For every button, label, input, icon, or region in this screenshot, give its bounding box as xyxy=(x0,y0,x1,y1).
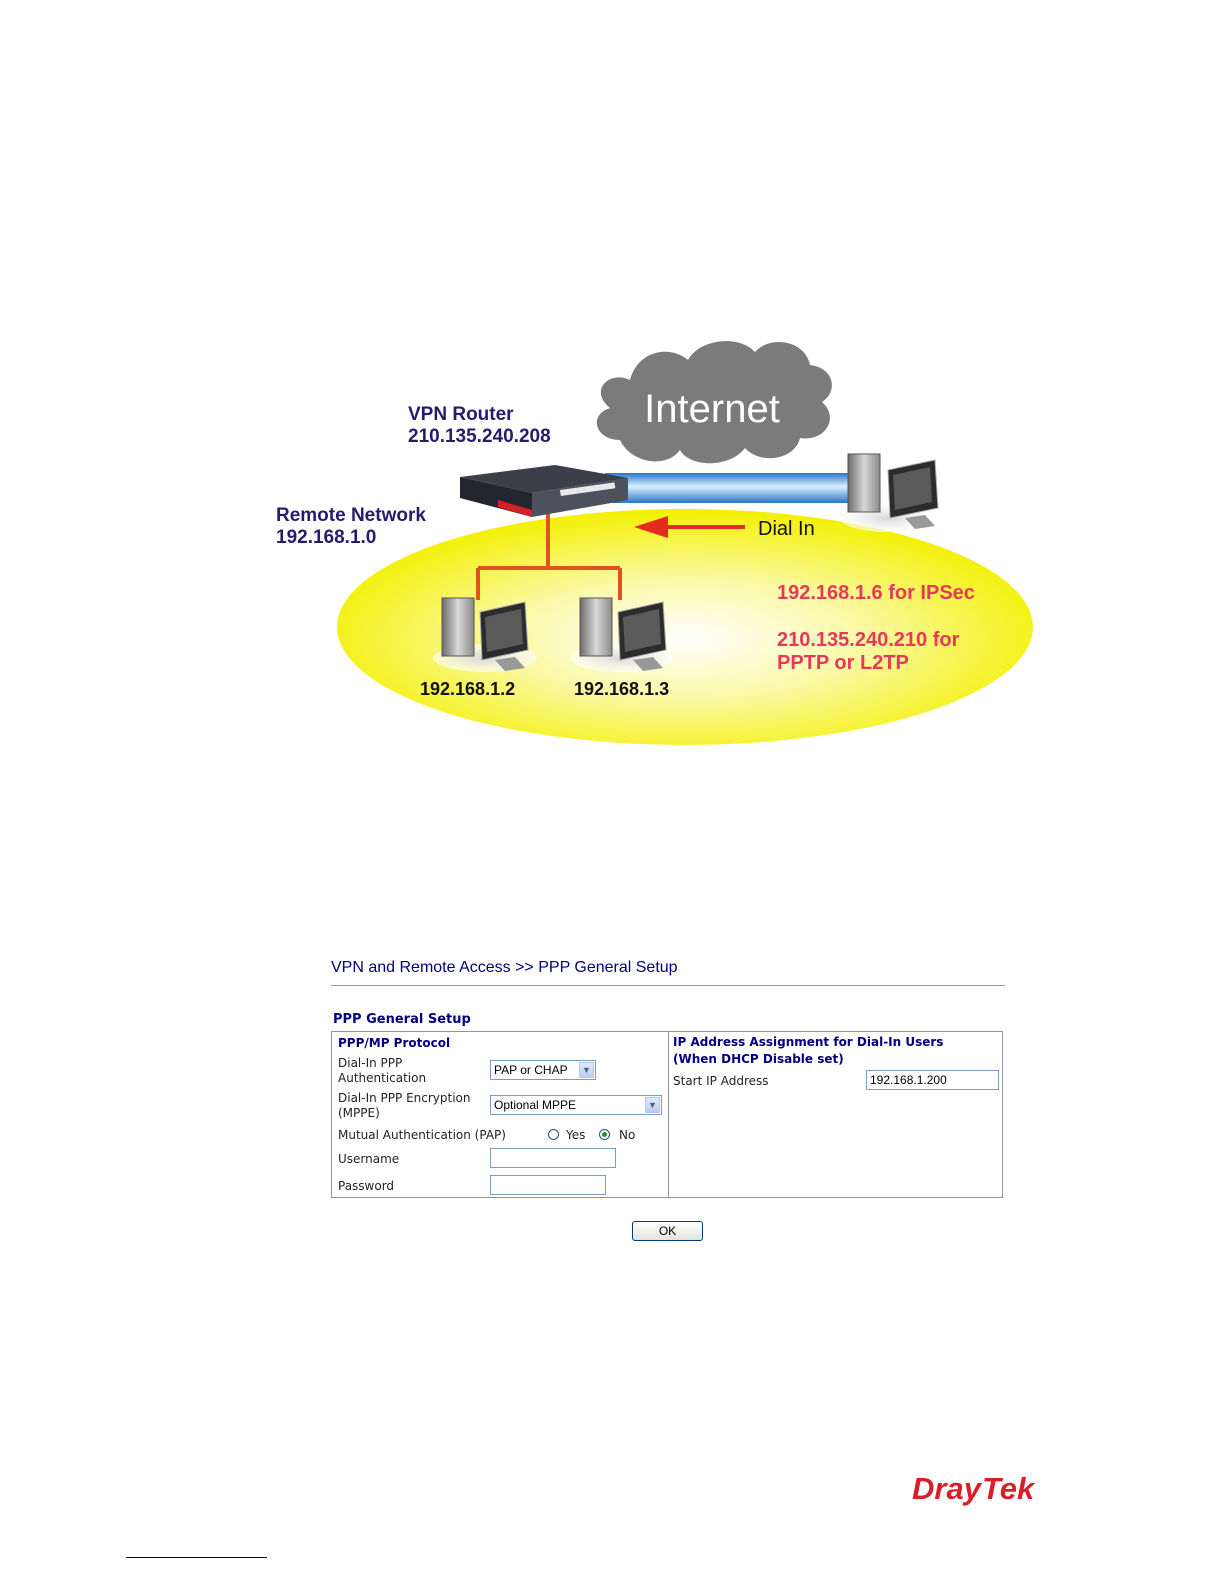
start-ip-label: Start IP Address xyxy=(673,1074,769,1088)
auth-select-value: PAP or CHAP xyxy=(494,1063,568,1077)
mutual-auth-no-radio[interactable] xyxy=(599,1129,610,1140)
remote-network-ip: 192.168.1.0 xyxy=(276,527,376,548)
dial-in-label: Dial In xyxy=(758,518,815,540)
ppp-mp-protocol-header: PPP/MP Protocol xyxy=(338,1036,451,1050)
password-label: Password xyxy=(338,1179,395,1193)
ip-assignment-header-line2: (When DHCP Disable set) xyxy=(673,1052,844,1066)
auth-label-line1: Dial-In PPP xyxy=(338,1056,403,1070)
mutual-auth-yes-radio[interactable] xyxy=(548,1129,559,1140)
username-input[interactable] xyxy=(490,1148,616,1168)
dial-in-arrow-icon xyxy=(634,516,745,538)
router-title: VPN Router xyxy=(408,404,514,425)
host1-ip: 192.168.1.2 xyxy=(420,679,515,699)
ppp-mp-protocol-column: PPP/MP Protocol Dial-In PPP Authenticati… xyxy=(332,1032,669,1197)
vpn-router-icon xyxy=(460,465,628,517)
ip-assignment-column: IP Address Assignment for Dial-In Users … xyxy=(669,1032,1002,1197)
network-diagram: Internet xyxy=(276,341,1033,745)
auth-label-line2: Authentication xyxy=(338,1071,427,1085)
breadcrumb-divider xyxy=(331,985,1005,986)
vpn-tunnel xyxy=(605,473,860,503)
mutual-auth-yes-label: Yes xyxy=(566,1128,586,1142)
host-pc-1-icon xyxy=(433,597,537,672)
password-input[interactable] xyxy=(490,1175,606,1195)
footer-rule xyxy=(126,1557,267,1558)
encryption-label-line2: (MPPE) xyxy=(338,1106,380,1120)
pptp-note-line1: 210.135.240.210 for xyxy=(777,629,960,651)
host-pc-2-icon xyxy=(570,597,674,672)
auth-select[interactable]: PAP or CHAP ▼ xyxy=(490,1060,596,1080)
encryption-select[interactable]: Optional MPPE ▼ xyxy=(490,1095,662,1115)
section-title: PPP General Setup xyxy=(333,1012,471,1027)
encryption-select-value: Optional MPPE xyxy=(494,1098,577,1112)
dial-in-pc-icon xyxy=(840,453,939,532)
remote-network-ellipse xyxy=(337,509,1033,745)
remote-network-title: Remote Network xyxy=(276,505,426,526)
host2-ip: 192.168.1.3 xyxy=(574,679,669,699)
breadcrumb: VPN and Remote Access >> PPP General Set… xyxy=(331,959,678,976)
chevron-down-icon: ▼ xyxy=(645,1097,660,1113)
encryption-label-line1: Dial-In PPP Encryption xyxy=(338,1091,471,1105)
chevron-down-icon: ▼ xyxy=(579,1062,594,1078)
internet-cloud-icon: Internet xyxy=(596,341,832,464)
ipsec-note: 192.168.1.6 for IPSec xyxy=(777,582,975,604)
pptp-note-line2: PPTP or L2TP xyxy=(777,652,909,674)
ppp-setup-panel: PPP/MP Protocol Dial-In PPP Authenticati… xyxy=(331,1031,1003,1198)
start-ip-input[interactable]: 192.168.1.200 xyxy=(866,1070,999,1090)
ip-assignment-header-line1: IP Address Assignment for Dial-In Users xyxy=(673,1035,944,1049)
username-label: Username xyxy=(338,1152,400,1166)
ok-button[interactable]: OK xyxy=(632,1221,703,1241)
logo-text-dray: Dray xyxy=(912,1471,983,1506)
router-ip: 210.135.240.208 xyxy=(408,426,551,447)
mutual-auth-no-label: No xyxy=(619,1128,636,1142)
mutual-auth-label: Mutual Authentication (PAP) xyxy=(338,1128,506,1142)
draytek-logo: Dray Tek xyxy=(912,1471,1036,1506)
cloud-label: Internet xyxy=(644,387,780,431)
logo-text-tek: Tek xyxy=(982,1471,1036,1506)
